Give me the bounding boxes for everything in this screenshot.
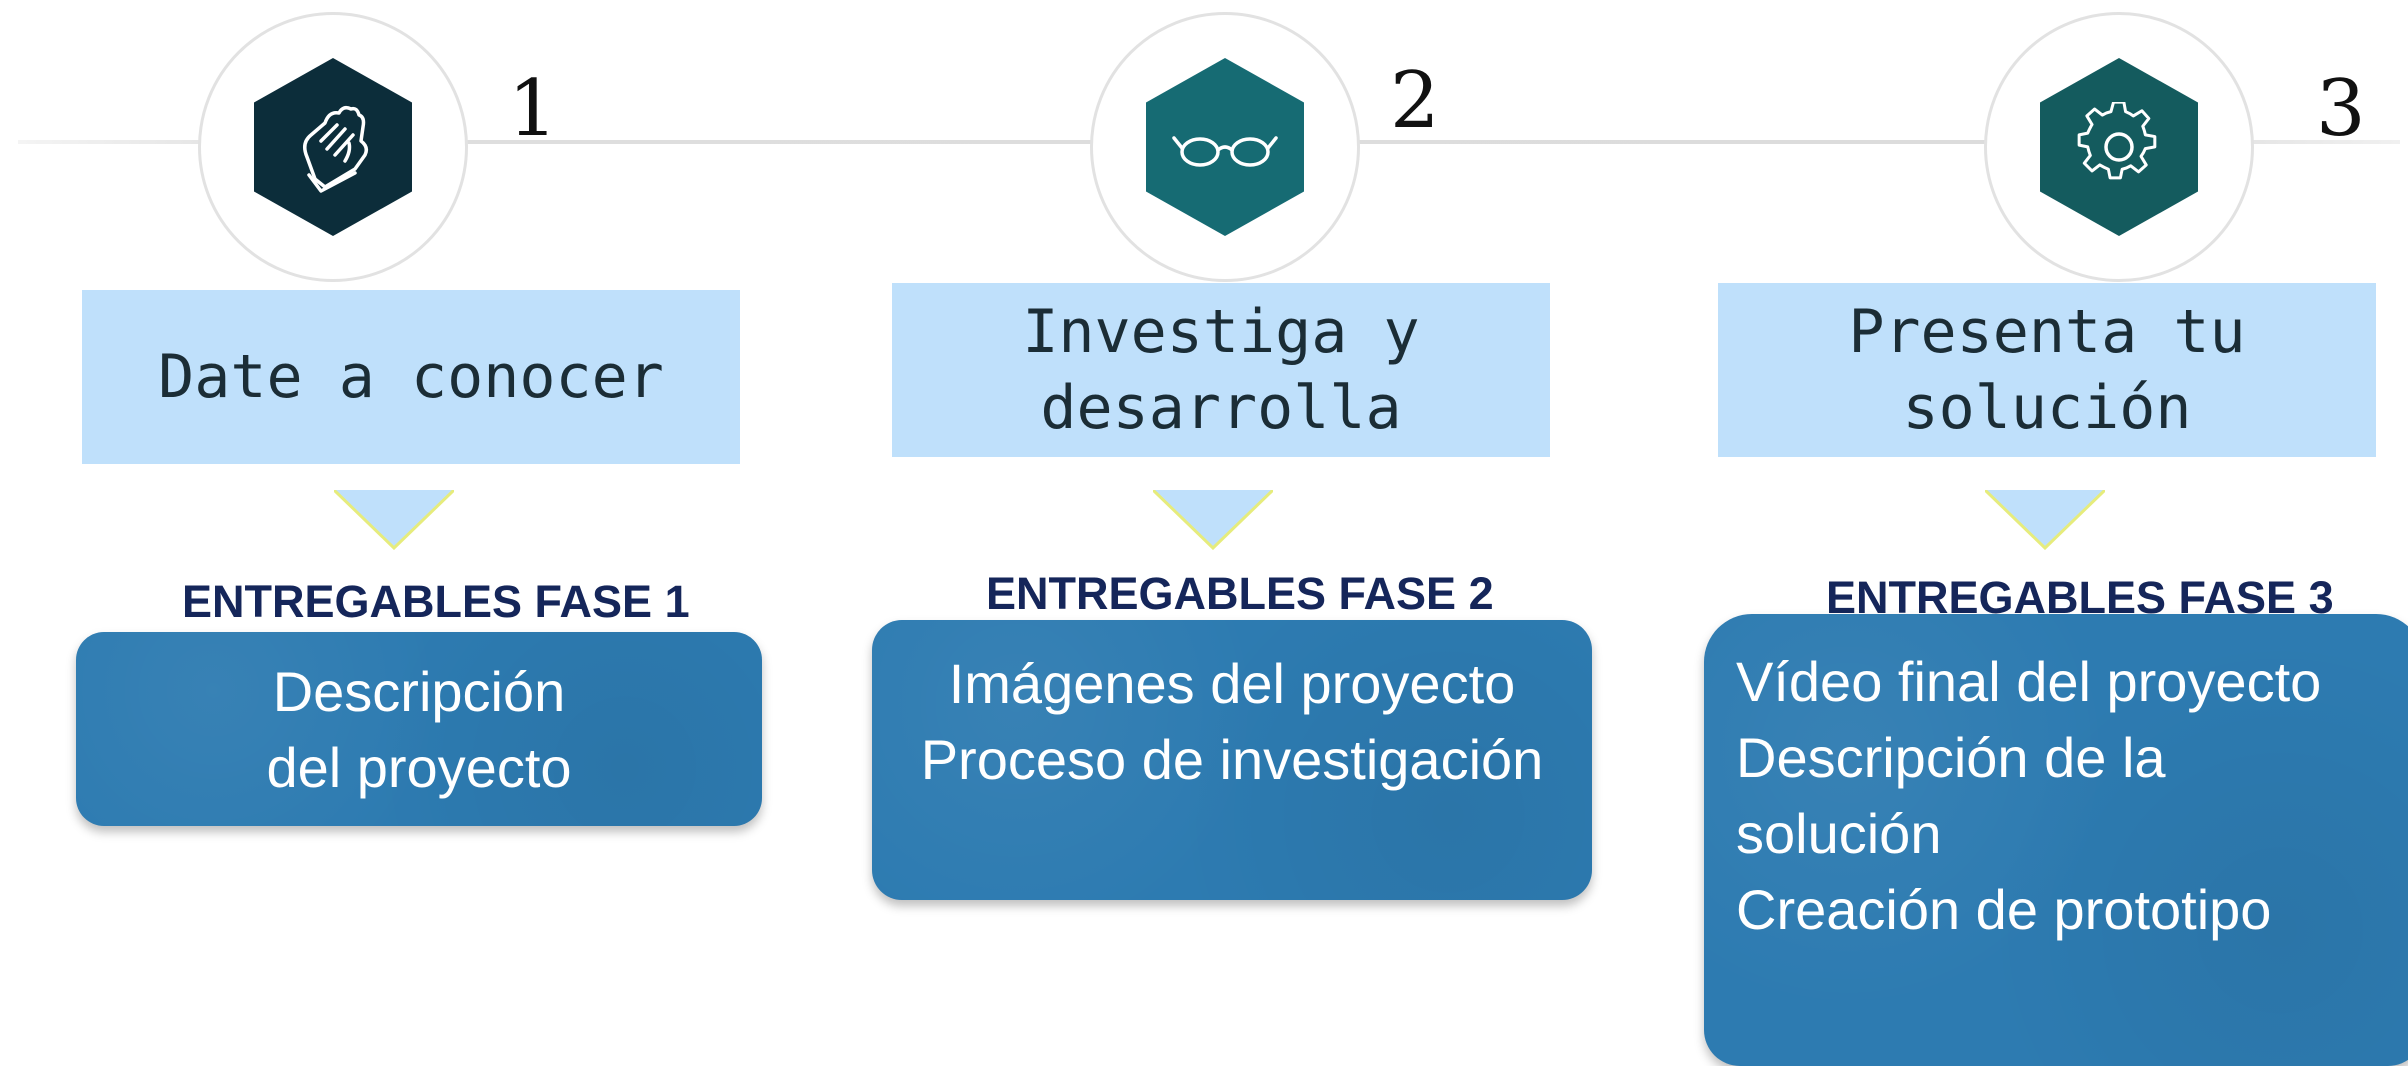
deliverable-item: Descripción [272, 660, 566, 723]
deliverables-box: Descripción del proyecto [76, 632, 762, 826]
deliverable-item: del proyecto [266, 736, 572, 799]
deliverable-item: Descripción de la [1736, 726, 2166, 789]
deliverables-box: Vídeo final del proyecto Descripción de … [1704, 614, 2408, 1066]
deliverable-item: Imágenes del proyecto [948, 652, 1516, 715]
deliverable-item: Proceso de investigación [920, 728, 1544, 791]
phase-title-box: Presenta tu solución [1718, 283, 2376, 457]
down-arrow-icon [1153, 490, 1273, 550]
phase-title: Presenta tu solución [1848, 297, 2246, 443]
deliverable-item: solución [1736, 802, 1942, 865]
deliverable-item: Creación de prototipo [1736, 878, 2272, 941]
gear-icon [2077, 102, 2157, 180]
phase-title: Investiga y desarrolla [1022, 297, 1420, 443]
glasses-icon [1172, 136, 1278, 167]
step-icon-circle [1090, 12, 1360, 282]
step-icon-hexagon [2040, 58, 2198, 236]
gloves-icon [303, 105, 369, 193]
deliverables-box: Imágenes del proyecto Proceso de investi… [872, 620, 1592, 900]
phase-title-box: Investiga y desarrolla [892, 283, 1550, 457]
step-icon-circle [198, 12, 468, 282]
step-number: 3 [2316, 64, 2366, 154]
deliverable-item: Vídeo final del proyecto [1736, 650, 2322, 713]
step-icon-circle [1984, 12, 2254, 282]
step-number: 2 [1390, 56, 1440, 146]
deliverables-heading: ENTREGABLES FASE 2 [986, 568, 1494, 619]
step-icon-hexagon [254, 58, 412, 236]
phase-title: Date a conocer [158, 342, 664, 412]
down-arrow-icon [1985, 490, 2105, 550]
down-arrow-icon [334, 490, 454, 550]
phase-title-box: Date a conocer [82, 290, 740, 464]
step-icon-hexagon [1146, 58, 1304, 236]
step-number: 1 [508, 64, 558, 154]
deliverables-heading: ENTREGABLES FASE 1 [182, 576, 690, 627]
